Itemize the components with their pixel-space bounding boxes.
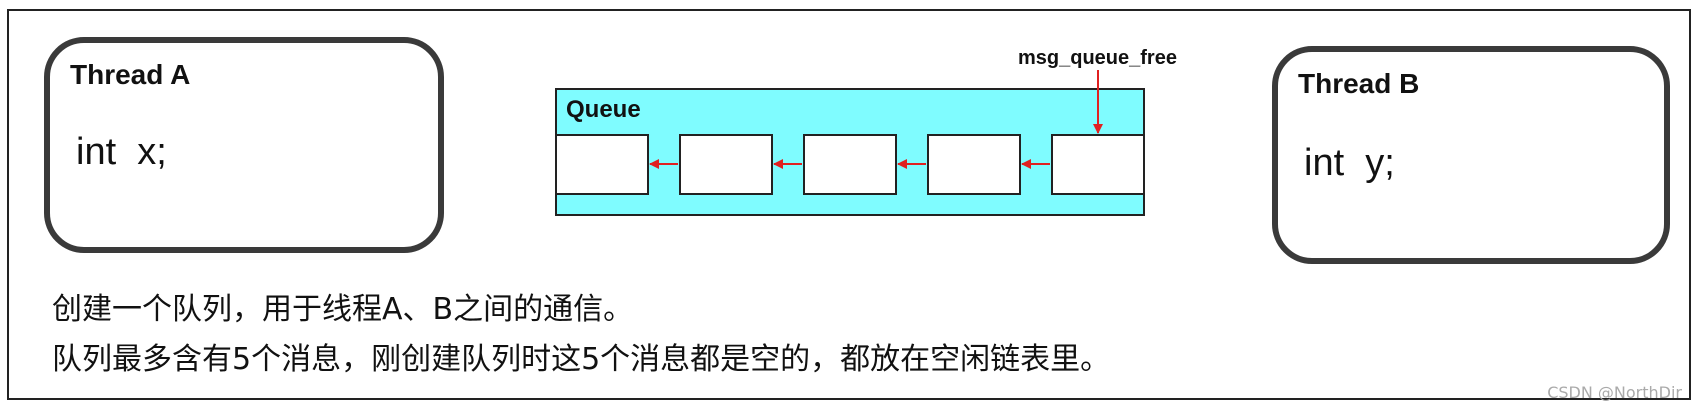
queue-title: Queue bbox=[566, 96, 641, 123]
thread-b-title: Thread B bbox=[1298, 68, 1420, 99]
description-line-1: 创建一个队列，用于线程A、B之间的通信。 bbox=[52, 292, 634, 327]
thread-a-title: Thread A bbox=[70, 59, 191, 90]
queue-slot-1 bbox=[555, 134, 649, 195]
description-line-2: 队列最多含有5个消息，刚创建队列时这5个消息都是空的，都放在空闲链表里。 bbox=[52, 342, 1111, 377]
queue-slot-3 bbox=[803, 134, 897, 195]
queue-slot-2 bbox=[679, 134, 773, 195]
queue-slot-5 bbox=[1051, 134, 1145, 195]
thread-a-box: Thread A int x; bbox=[44, 37, 444, 253]
msg-queue-free-label: msg_queue_free bbox=[1018, 47, 1177, 69]
thread-a-code: int x; bbox=[76, 131, 167, 173]
watermark: CSDN @NorthDir bbox=[1547, 383, 1682, 402]
queue-box: Queue bbox=[555, 88, 1145, 216]
queue-slot-4 bbox=[927, 134, 1021, 195]
thread-b-box: Thread B int y; bbox=[1272, 46, 1670, 264]
thread-b-code: int y; bbox=[1304, 142, 1395, 184]
diagram-frame bbox=[7, 9, 1691, 400]
